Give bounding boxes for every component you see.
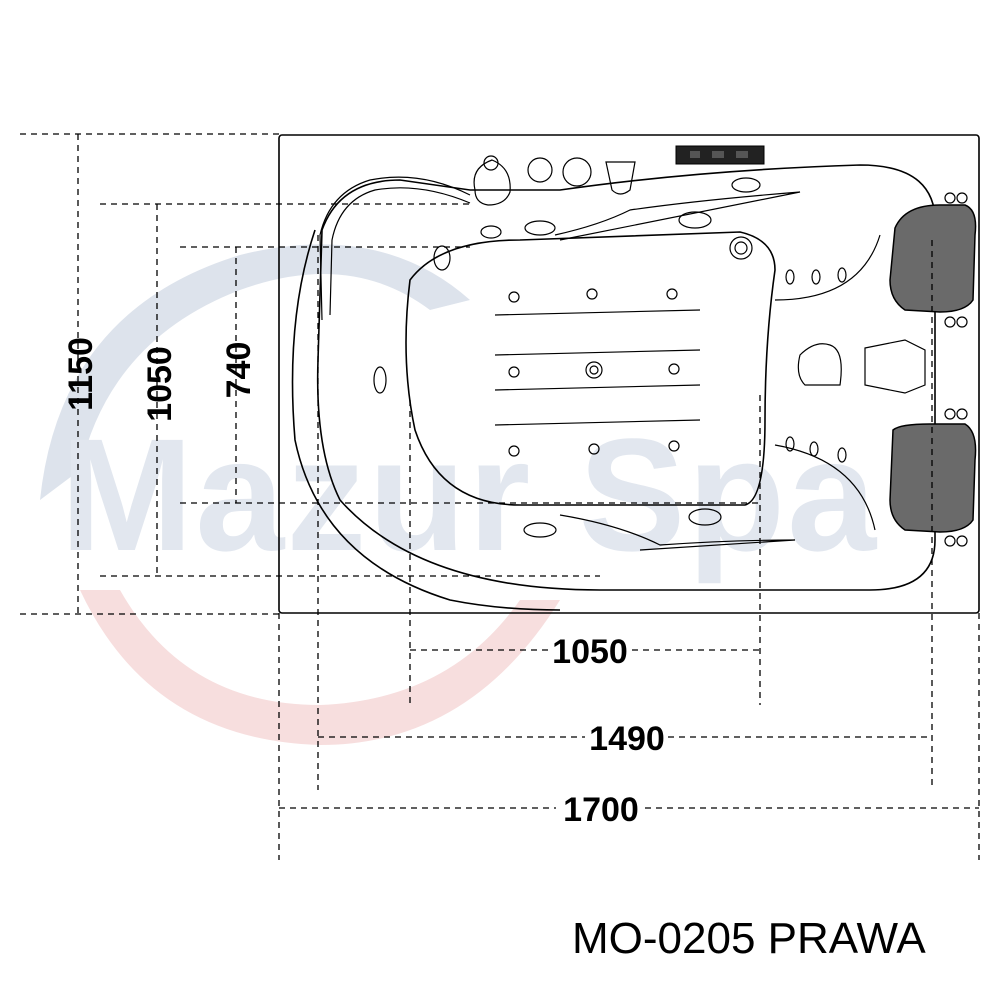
model-label: MO-0205 PRAWA — [572, 914, 926, 963]
dim-width-mid: 1490 — [589, 720, 665, 758]
jet — [586, 288, 598, 300]
step-line-1 — [494, 309, 701, 316]
vertical-dimensions — [20, 133, 760, 615]
tub-outer-curve — [291, 229, 561, 611]
control-panel — [675, 145, 765, 165]
jet — [678, 211, 712, 229]
back-seat-divider — [774, 234, 881, 531]
watermark-red-arc — [80, 590, 560, 745]
headrest-pegs — [944, 192, 968, 547]
overflow-icon — [731, 177, 761, 193]
jet — [837, 267, 847, 283]
jets — [373, 211, 847, 538]
mixer-knob-icon — [527, 157, 553, 183]
upper-ridge — [554, 191, 801, 241]
drain-grate-icon — [480, 225, 502, 239]
jet — [433, 245, 451, 271]
watermark-blue-arc — [40, 244, 470, 500]
horizontal-dimensions — [278, 235, 980, 860]
drain-icon — [797, 343, 842, 386]
jet — [668, 363, 680, 375]
jet — [523, 522, 557, 538]
dim-width-total: 1700 — [563, 791, 639, 829]
jet — [524, 220, 556, 236]
step-line-2 — [494, 349, 701, 356]
headrest-lower — [889, 423, 977, 533]
lower-ridge — [559, 514, 796, 551]
center-tray — [864, 339, 926, 394]
dim-depth-inner: 1050 — [141, 346, 179, 422]
tub-basin-outline — [316, 164, 937, 591]
jet — [668, 440, 680, 452]
dim-depth-total: 1150 — [62, 337, 100, 411]
faucet-cluster — [473, 155, 761, 239]
jet — [588, 443, 600, 455]
faucet-spout-icon — [473, 159, 511, 206]
tub-outer-rim — [278, 134, 980, 614]
jet — [666, 288, 678, 300]
step-line-4 — [494, 419, 701, 426]
shower-hose — [319, 176, 471, 321]
jet — [811, 269, 821, 285]
jet — [585, 361, 603, 379]
headrest-upper — [889, 204, 977, 313]
soap-holder-icon — [605, 161, 636, 195]
faucet-valve-icon — [483, 155, 499, 171]
jet — [688, 508, 722, 526]
jet — [589, 365, 599, 375]
dim-depth-seat: 740 — [220, 342, 258, 399]
jet — [729, 236, 753, 260]
jet — [837, 447, 847, 463]
jet — [785, 269, 795, 285]
jet — [785, 436, 795, 452]
step-line-3 — [494, 384, 701, 391]
jet — [373, 366, 387, 394]
mixer-knob-icon — [562, 157, 592, 187]
jet — [508, 445, 520, 457]
jet — [508, 366, 520, 378]
dim-width-inner: 1050 — [552, 633, 628, 671]
jet — [734, 241, 748, 255]
watermark-logo: Mazur Spa — [40, 244, 876, 745]
jet — [508, 291, 520, 303]
tub-seat-area — [405, 231, 776, 506]
